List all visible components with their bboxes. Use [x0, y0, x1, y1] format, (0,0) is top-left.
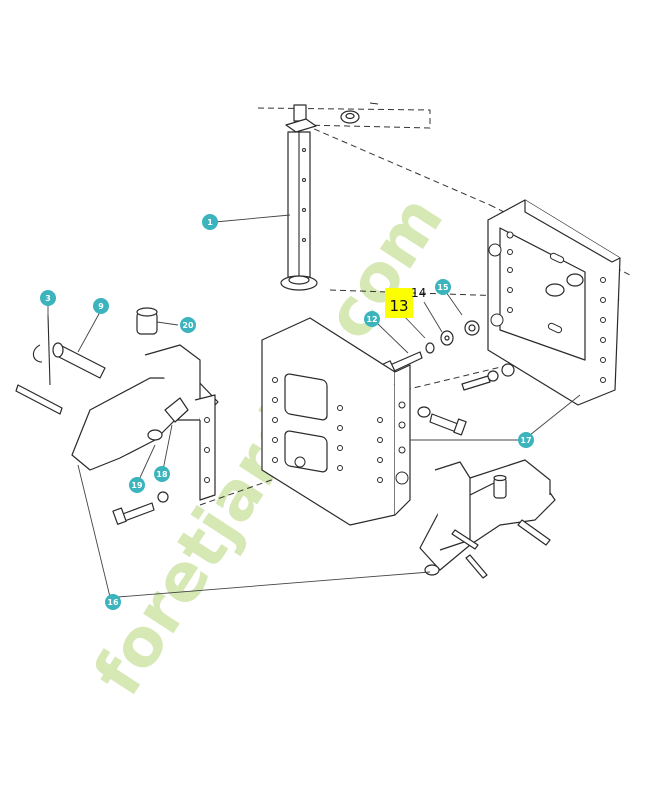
- highlight-label-13: 13: [385, 288, 413, 318]
- spacer-washer-parts: [425, 320, 480, 354]
- svg-text:18: 18: [156, 470, 168, 479]
- svg-text:9: 9: [98, 302, 104, 311]
- callout-9: 9: [93, 298, 109, 314]
- handwritten-label-14: 14: [411, 286, 426, 300]
- svg-text:19: 19: [131, 481, 143, 490]
- callout-18: 18: [154, 466, 170, 482]
- callout-3: 3: [40, 290, 56, 306]
- callout-16: 16: [105, 594, 121, 610]
- svg-text:14: 14: [411, 286, 426, 300]
- svg-text:12: 12: [366, 315, 377, 324]
- rear-plate-part: [487, 199, 621, 406]
- svg-text:1: 1: [207, 218, 213, 227]
- callout-20: 20: [180, 317, 196, 333]
- svg-text:16: 16: [107, 598, 119, 607]
- callout-17: 17: [518, 432, 534, 448]
- leader-lines: [47, 214, 581, 598]
- svg-text:17: 17: [520, 436, 531, 445]
- nut-part: [340, 102, 379, 124]
- callout-1: 1: [202, 214, 218, 230]
- callout-19: 19: [129, 477, 145, 493]
- svg-text:3: 3: [45, 294, 51, 303]
- jack-post-part: [280, 104, 318, 291]
- svg-text:15: 15: [437, 283, 449, 292]
- svg-text:13: 13: [389, 297, 408, 315]
- right-hitch-part: [419, 459, 556, 579]
- main-bracket-part: [261, 317, 411, 526]
- callout-15: 15: [435, 279, 451, 295]
- left-hitch-part: [15, 307, 219, 525]
- callout-12: 12: [364, 311, 380, 327]
- side-bolts-part: [417, 363, 515, 436]
- svg-text:20: 20: [182, 321, 194, 330]
